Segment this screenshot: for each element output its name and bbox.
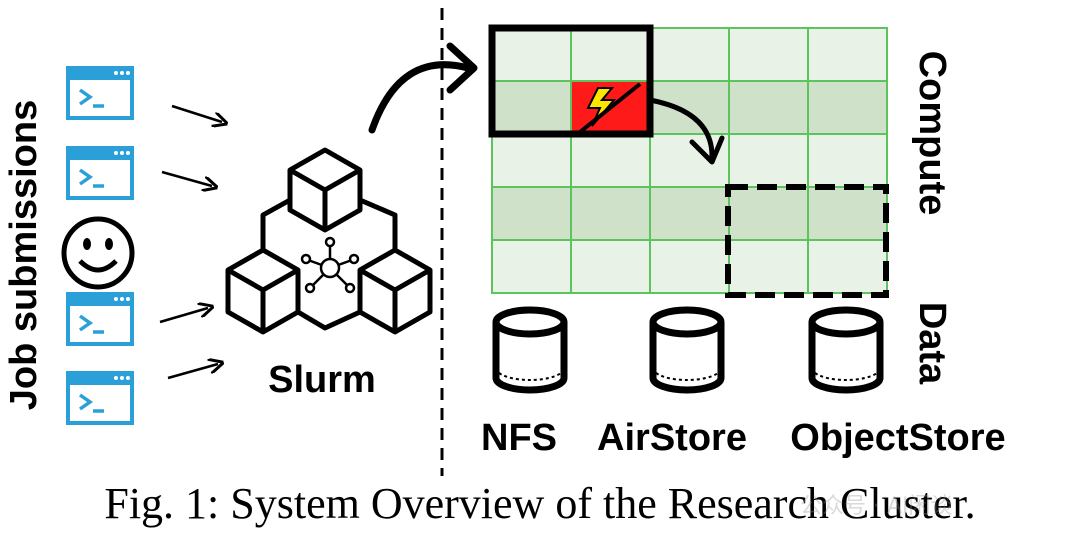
watermark: 公众号 · AI闲谈 (800, 494, 953, 519)
compute-label: Compute (911, 51, 953, 216)
database-cylinder-icon (649, 306, 725, 394)
compute-node-cell (570, 133, 651, 188)
failure-strike (578, 82, 642, 134)
compute-node-cell (649, 80, 730, 135)
compute-node-cell (728, 239, 809, 294)
slurm-label: Slurm (268, 359, 376, 401)
compute-node-cell (491, 133, 572, 188)
compute-node-cell (649, 27, 730, 82)
compute-node-cell (807, 133, 888, 188)
storage-label-airstore: AirStore (597, 417, 747, 459)
compute-node-cell (728, 133, 809, 188)
compute-node-cell (491, 239, 572, 294)
compute-grid (491, 27, 888, 294)
compute-node-cell (570, 186, 651, 241)
compute-node-cell (649, 186, 730, 241)
terminal-window-icon (66, 371, 134, 425)
terminal-window-icon (66, 292, 134, 346)
cube-cluster-icon (225, 147, 433, 335)
dispatch-arrowhead (446, 42, 478, 94)
reallocated-job-box (725, 184, 889, 298)
compute-node-cell (649, 133, 730, 188)
compute-node-cell (807, 186, 888, 241)
job-allocation-box (488, 24, 654, 138)
database-cylinder-icon (492, 306, 568, 394)
compute-node-cell (570, 239, 651, 294)
compute-node-cell (807, 80, 888, 135)
job-submissions-label: Job submissions (3, 100, 45, 410)
compute-node-cell (649, 239, 730, 294)
compute-node-cell (807, 239, 888, 294)
compute-node-cell (728, 80, 809, 135)
smiley-face-icon (61, 216, 135, 290)
reallocation-arrowhead (689, 135, 725, 165)
terminal-window-icon (66, 66, 134, 120)
storage-label-nfs: NFS (481, 417, 557, 459)
compute-node-cell (491, 27, 572, 82)
compute-node-cell (570, 27, 651, 82)
compute-node-cell (807, 27, 888, 82)
data-label: Data (911, 302, 953, 385)
compute-node-cell (491, 186, 572, 241)
database-cylinder-icon (808, 306, 884, 394)
figure-caption: Fig. 1: System Overview of the Research … (104, 479, 976, 528)
compute-node-cell (491, 80, 572, 135)
dispatch-arrow (368, 61, 472, 134)
compute-node-cell (728, 186, 809, 241)
submission-arrows (159, 104, 222, 380)
storage-label-objectstore: ObjectStore (790, 417, 1005, 459)
terminal-window-icon (66, 146, 134, 200)
compute-node-cell (728, 27, 809, 82)
reallocation-arrow (647, 97, 715, 159)
